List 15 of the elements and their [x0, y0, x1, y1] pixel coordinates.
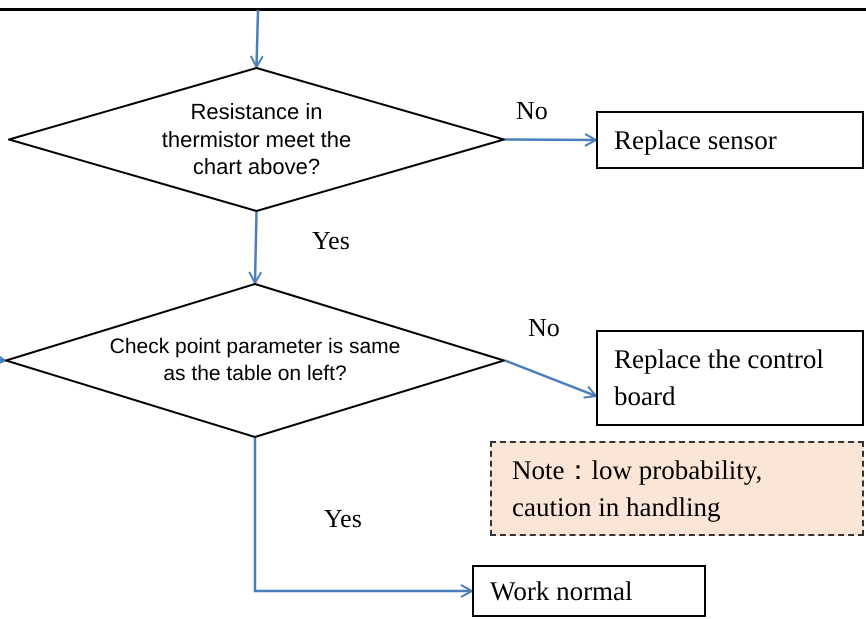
arrow — [250, 10, 264, 68]
decision-text: Check point parameter is same as the table on left? — [108, 334, 402, 386]
process-box — [472, 565, 706, 617]
box-text: Note：low probability, caution in handling — [512, 454, 764, 524]
box-text: Replace the control board — [614, 343, 825, 413]
process-box — [596, 111, 864, 169]
arrow — [505, 132, 597, 147]
box-text: Work normal — [490, 574, 634, 608]
arrow — [504, 359, 597, 399]
arrow — [248, 212, 262, 284]
process-box — [596, 330, 864, 426]
decision-text: Resistance in thermistor meet the chart above? — [160, 98, 352, 181]
note-box — [490, 441, 864, 536]
arrow — [254, 438, 473, 598]
box-text: Replace sensor — [614, 124, 778, 157]
